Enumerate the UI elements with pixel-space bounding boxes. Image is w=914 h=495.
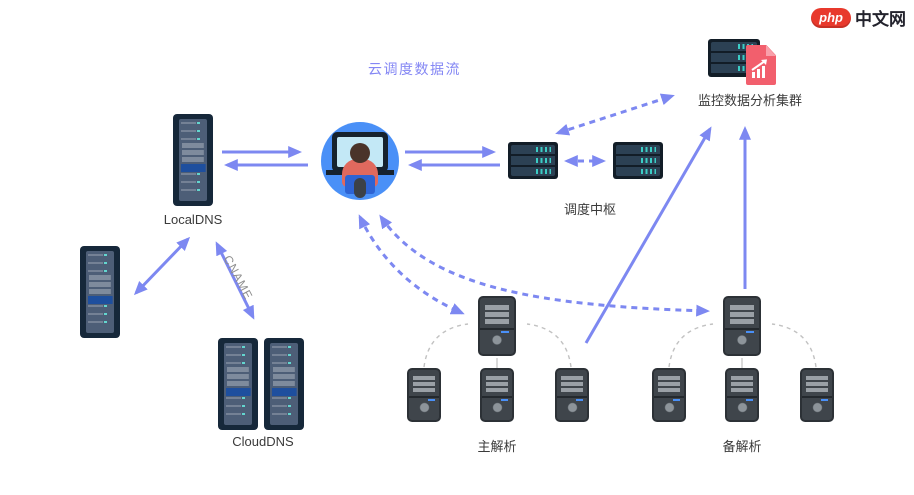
primary-master-server-icon xyxy=(478,296,516,356)
backup-node-server-icon-1 xyxy=(652,368,686,422)
dispatch-rack-server-icon-2 xyxy=(613,142,663,179)
operator-at-computer-icon xyxy=(321,122,399,200)
localdns-label: LocalDNS xyxy=(163,212,223,227)
primary-node-server-icon-2 xyxy=(480,368,514,422)
arrow-operator-primary xyxy=(358,214,465,315)
analytics-report-icon xyxy=(746,45,776,85)
backup-cluster-arc-right xyxy=(771,323,817,368)
primary-cluster-arc-right xyxy=(526,323,572,368)
clouddns-label: CloudDNS xyxy=(232,434,294,449)
clouddns-server-tower-icon-2 xyxy=(264,338,304,430)
arrow-dispatch-monitoring-sync xyxy=(555,93,675,136)
primary-cluster-arc-left xyxy=(423,323,469,368)
backup-node-server-icon-2 xyxy=(725,368,759,422)
edge-server-tower-icon xyxy=(80,246,120,338)
site-logo[interactable]: php 中文网 xyxy=(811,5,906,30)
backup-resolution-label: 备解析 xyxy=(722,439,762,454)
chart-glyph xyxy=(751,59,767,78)
tower-panel xyxy=(179,119,207,201)
tower-panel xyxy=(224,343,252,425)
dispatch-hub-label: 调度中枢 xyxy=(563,202,616,217)
primary-node-server-icon-1 xyxy=(407,368,441,422)
backup-node-server-icon-3 xyxy=(800,368,834,422)
monitoring-cluster-label: 监控数据分析集群 xyxy=(697,93,802,108)
person-head xyxy=(350,143,370,163)
diagram-title: 云调度数据流 xyxy=(368,61,461,77)
tower-panel xyxy=(86,251,114,333)
php-logo-badge: php xyxy=(811,7,851,28)
tower-panel xyxy=(270,343,298,425)
backup-master-server-icon xyxy=(723,296,761,356)
localdns-server-tower-icon xyxy=(173,114,213,206)
primary-resolution-label: 主解析 xyxy=(477,439,517,454)
arrow-cname-localdns-clouddns xyxy=(215,241,255,320)
rack-panel xyxy=(511,145,555,176)
dispatch-rack-server-icon-1 xyxy=(508,142,558,179)
primary-node-server-icon-3 xyxy=(555,368,589,422)
arrow-operator-backup xyxy=(379,214,710,317)
rack-panel xyxy=(616,145,660,176)
chair-back xyxy=(354,178,366,198)
arrow-localdns-edge-tower xyxy=(133,236,191,296)
clouddns-server-tower-icon-1 xyxy=(218,338,258,430)
site-name-text: 中文网 xyxy=(855,10,906,29)
backup-cluster-arc-left xyxy=(668,323,714,368)
